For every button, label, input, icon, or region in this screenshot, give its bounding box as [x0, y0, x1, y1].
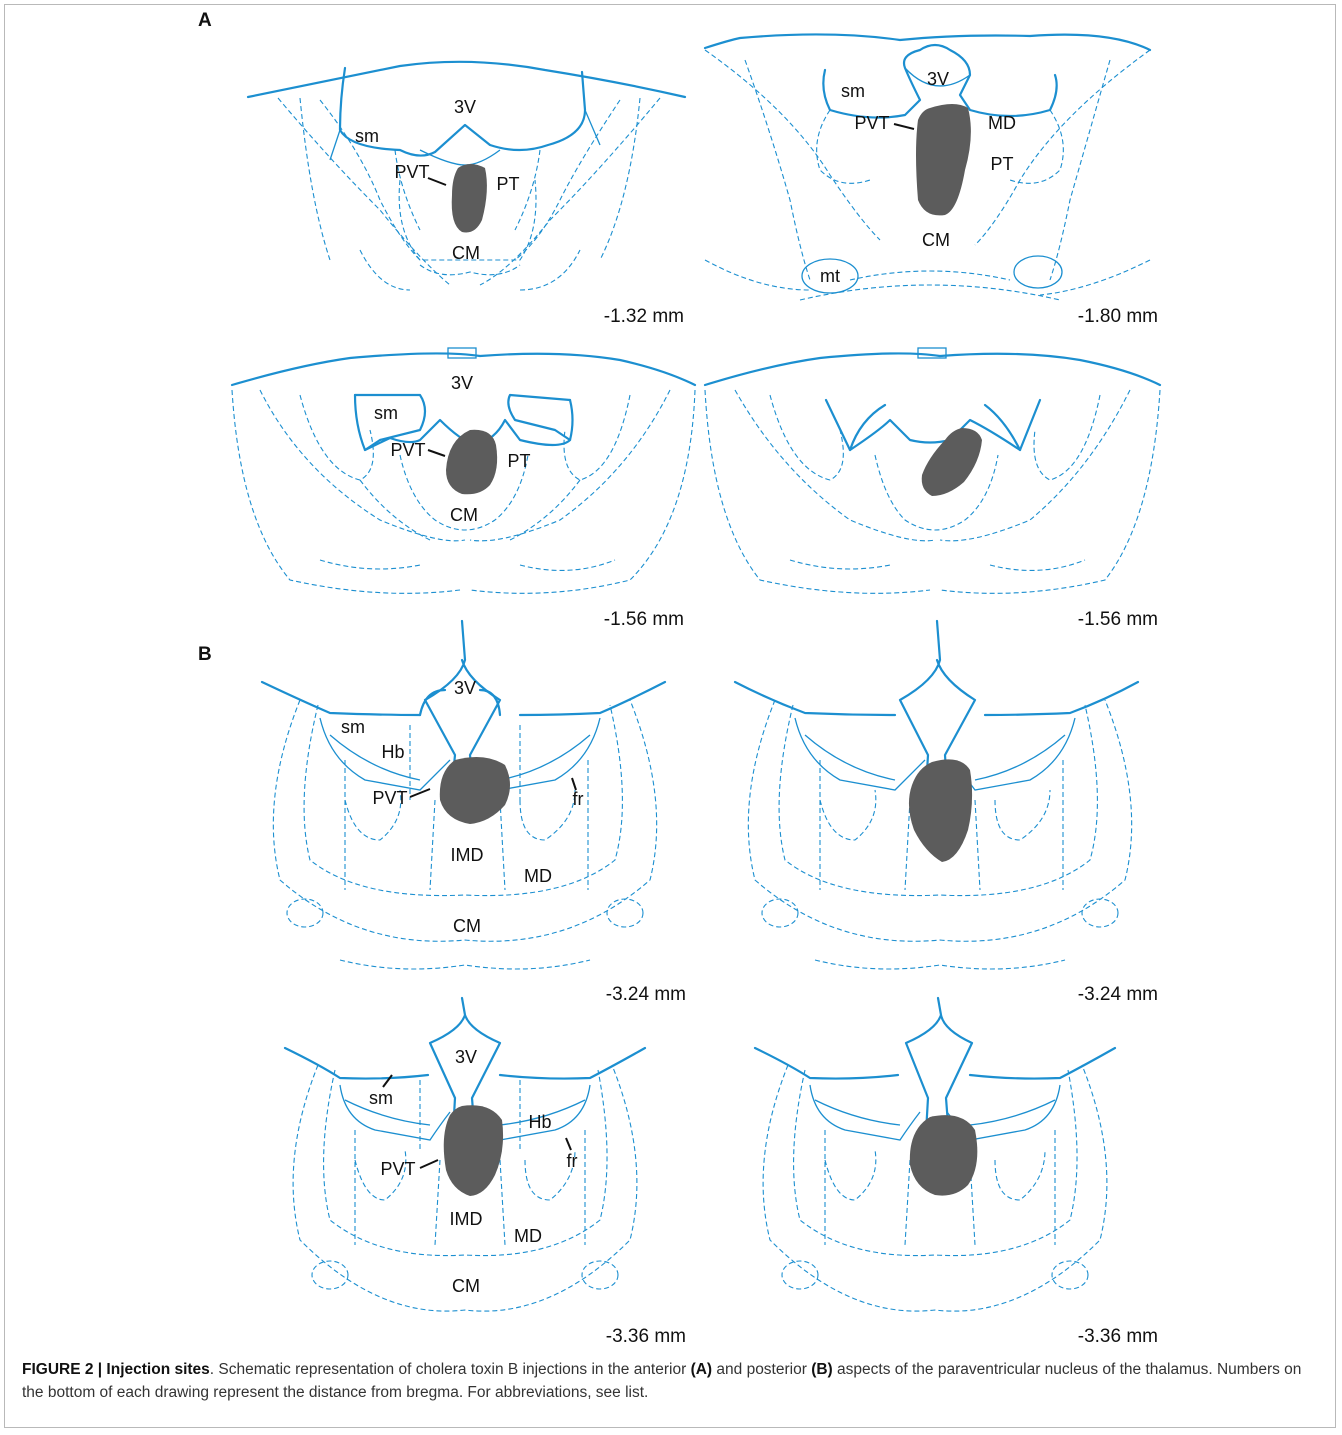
label-sm: sm: [374, 403, 398, 423]
distance-label: -1.56 mm: [604, 609, 684, 630]
distance-label: -3.24 mm: [606, 984, 686, 1005]
label-sm: sm: [355, 126, 379, 146]
label-mt: mt: [820, 266, 840, 286]
figure-caption: FIGURE 2 | Injection sites. Schematic re…: [22, 1358, 1322, 1404]
label-3v: 3V: [454, 678, 476, 698]
distance-label: -1.80 mm: [1078, 306, 1158, 327]
distance-label: -1.56 mm: [1078, 609, 1158, 630]
label-3v: 3V: [454, 97, 476, 117]
section-b4: -3.36 mm: [755, 998, 1158, 1347]
label-cm: CM: [450, 505, 478, 525]
caption-heading: FIGURE 2 | Injection sites: [22, 1361, 210, 1378]
label-hb: Hb: [528, 1112, 551, 1132]
section-a3: 3V sm PVT PT CM -1.56 mm: [232, 348, 695, 630]
caption-text-2: and posterior: [712, 1361, 811, 1378]
section-b1: 3V sm Hb PVT fr IMD MD CM -3.24 mm: [262, 621, 686, 1005]
label-cm: CM: [452, 243, 480, 263]
label-pvt: PVT: [390, 440, 425, 460]
panel-letter-a: A: [198, 10, 212, 31]
label-3v: 3V: [451, 373, 473, 393]
label-cm: CM: [452, 1276, 480, 1296]
label-md: MD: [514, 1226, 542, 1246]
label-imd: IMD: [451, 845, 484, 865]
label-fr: fr: [567, 1151, 578, 1171]
panel-letter-b: B: [198, 644, 212, 665]
label-3v: 3V: [455, 1047, 477, 1067]
label-pvt: PVT: [854, 113, 889, 133]
label-md: MD: [524, 866, 552, 886]
label-md: MD: [988, 113, 1016, 133]
section-a4: -1.56 mm: [705, 348, 1160, 630]
label-pvt: PVT: [380, 1159, 415, 1179]
caption-text-1: . Schematic representation of cholera to…: [210, 1361, 691, 1378]
distance-label: -3.24 mm: [1078, 984, 1158, 1005]
section-b2: -3.24 mm: [735, 621, 1158, 1005]
caption-panel-a: (A): [691, 1361, 713, 1378]
label-pt: PT: [507, 451, 530, 471]
label-3v: 3V: [927, 69, 949, 89]
label-pt: PT: [990, 154, 1013, 174]
label-cm: CM: [453, 916, 481, 936]
label-pvt: PVT: [372, 788, 407, 808]
distance-label: -1.32 mm: [604, 306, 684, 327]
label-imd: IMD: [450, 1209, 483, 1229]
caption-panel-b: (B): [811, 1361, 833, 1378]
label-sm: sm: [369, 1088, 393, 1108]
label-cm: CM: [922, 230, 950, 250]
figure-diagram: A B 3V sm PVT PT CM -1.32 mm 3V: [0, 0, 1342, 1350]
distance-label: -3.36 mm: [606, 1326, 686, 1347]
section-a2: 3V sm PVT MD PT CM mt -1.80 mm: [705, 34, 1158, 327]
label-pt: PT: [496, 174, 519, 194]
distance-label: -3.36 mm: [1078, 1326, 1158, 1347]
section-a1: 3V sm PVT PT CM -1.32 mm: [248, 62, 685, 327]
label-fr: fr: [573, 789, 584, 809]
label-sm: sm: [341, 717, 365, 737]
label-hb: Hb: [381, 742, 404, 762]
label-sm: sm: [841, 81, 865, 101]
section-b3: 3V sm Hb PVT fr IMD MD CM -3.36 mm: [285, 998, 686, 1347]
label-pvt: PVT: [394, 162, 429, 182]
